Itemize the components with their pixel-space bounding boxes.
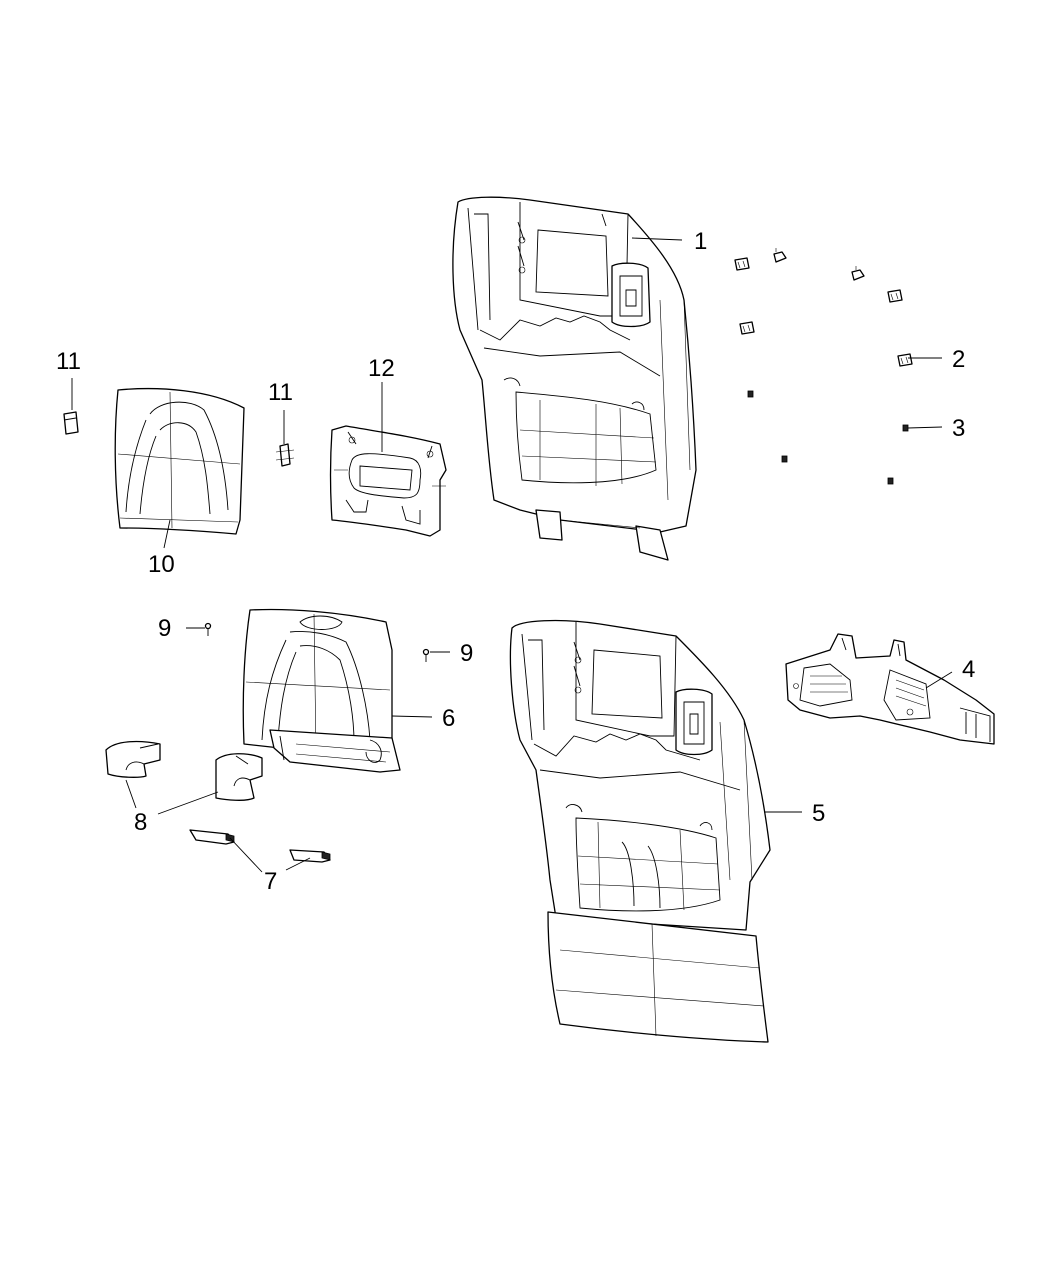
callout-6: 6 [442, 705, 455, 732]
part-6-trim-panel [242, 608, 401, 773]
callout-12: 12 [368, 355, 395, 382]
part-7-small-covers [189, 829, 331, 863]
callout-8: 8 [134, 809, 147, 836]
leader-lines [71, 237, 953, 873]
part-10-trim-cover [114, 387, 245, 535]
part-2-clips [734, 248, 913, 367]
part-5-seat-back-panel [509, 619, 771, 1043]
part-4-rear-bracket [785, 633, 995, 745]
callout-9-left: 9 [158, 615, 171, 642]
callout-3: 3 [952, 415, 965, 442]
callout-labels: 1 2 3 4 5 6 7 8 9 9 10 11 11 12 [56, 228, 975, 895]
callout-11-middle: 11 [268, 379, 293, 406]
callout-11-left: 11 [56, 348, 81, 375]
part-11-middle-clip [275, 443, 295, 467]
callout-1: 1 [694, 228, 707, 255]
part-1-seat-back-panel [452, 196, 697, 561]
callout-7: 7 [264, 868, 277, 895]
part-9-pins [204, 622, 430, 662]
part-11-left-clip [63, 411, 79, 435]
part-8-hinge-covers [105, 740, 263, 801]
callout-9-right: 9 [460, 640, 473, 667]
part-3-pins [747, 390, 909, 485]
callout-2: 2 [952, 346, 965, 373]
callout-4: 4 [962, 656, 975, 683]
part-12-bracket-plate [329, 425, 447, 537]
callout-5: 5 [812, 800, 825, 827]
callout-10: 10 [148, 551, 175, 578]
